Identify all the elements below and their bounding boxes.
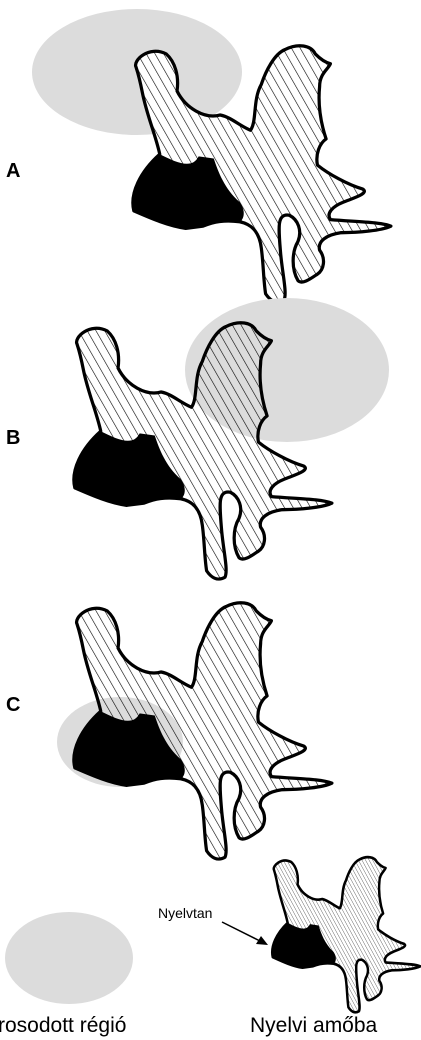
- panel-c: C: [6, 603, 332, 859]
- legend: Nyelvtan rosodott régió Nyelvi amőba: [0, 857, 420, 1037]
- grammar-label: Nyelvtan: [158, 905, 212, 921]
- legend-amoeba-swatch: [272, 857, 420, 1012]
- panel-letter-b: B: [6, 427, 20, 449]
- damaged-region-label: rosodott régió: [0, 1014, 126, 1037]
- panel-letter-a: A: [6, 160, 20, 182]
- grammar-arrow: [222, 922, 262, 942]
- language-amoeba-label: Nyelvi amőba: [250, 1014, 378, 1037]
- panel-letter-c: C: [6, 694, 20, 716]
- panel-a: A: [6, 9, 391, 302]
- language-amoeba-a: [133, 46, 391, 302]
- legend-region-swatch: [5, 912, 133, 1004]
- language-amoeba-c: [74, 603, 332, 859]
- panel-b: B: [6, 298, 389, 579]
